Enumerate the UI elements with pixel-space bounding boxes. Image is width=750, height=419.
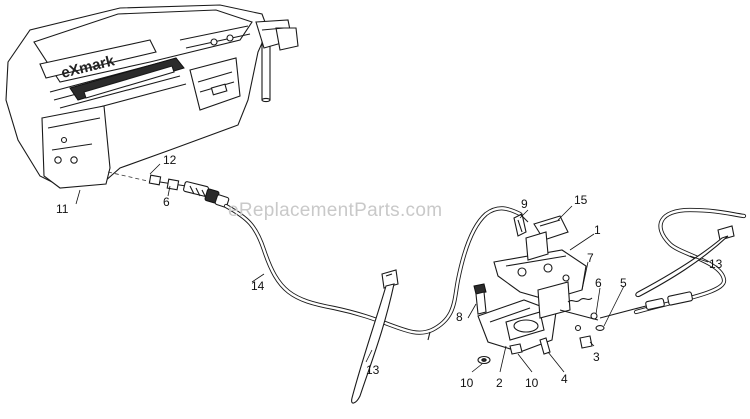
callout-6-left: 6 xyxy=(163,195,170,209)
callout-6-right: 6 xyxy=(595,276,602,290)
callout-8: 8 xyxy=(456,310,463,324)
callout-9: 9 xyxy=(521,197,528,211)
cable-end-fitting xyxy=(148,174,230,208)
watermark-text: eReplacementParts.com xyxy=(228,200,442,221)
callout-11: 11 xyxy=(56,202,69,216)
callout-3: 3 xyxy=(593,350,600,364)
callout-labels: 12 6 11 14 13 9 15 1 7 6 5 13 8 3 10 2 1… xyxy=(56,153,723,390)
engine-assembly: eXmark xyxy=(5,4,299,189)
control-bracket-assembly xyxy=(473,213,605,365)
callout-4: 4 xyxy=(561,372,568,386)
callout-12: 12 xyxy=(163,153,177,167)
callout-5: 5 xyxy=(620,276,627,290)
right-cable-assembly xyxy=(599,207,747,319)
callout-13-right: 13 xyxy=(709,257,723,271)
callout-10-right: 10 xyxy=(525,376,539,390)
callout-13-left: 13 xyxy=(366,363,380,377)
leader-lines xyxy=(75,163,709,373)
callout-10-left: 10 xyxy=(460,376,474,390)
callout-14: 14 xyxy=(251,279,265,293)
callout-15: 15 xyxy=(574,193,588,207)
throttle-cable xyxy=(223,203,523,341)
callout-7: 7 xyxy=(587,251,594,265)
callout-1: 1 xyxy=(594,223,601,237)
callout-2: 2 xyxy=(496,376,503,390)
cable-tie-left xyxy=(351,269,399,404)
